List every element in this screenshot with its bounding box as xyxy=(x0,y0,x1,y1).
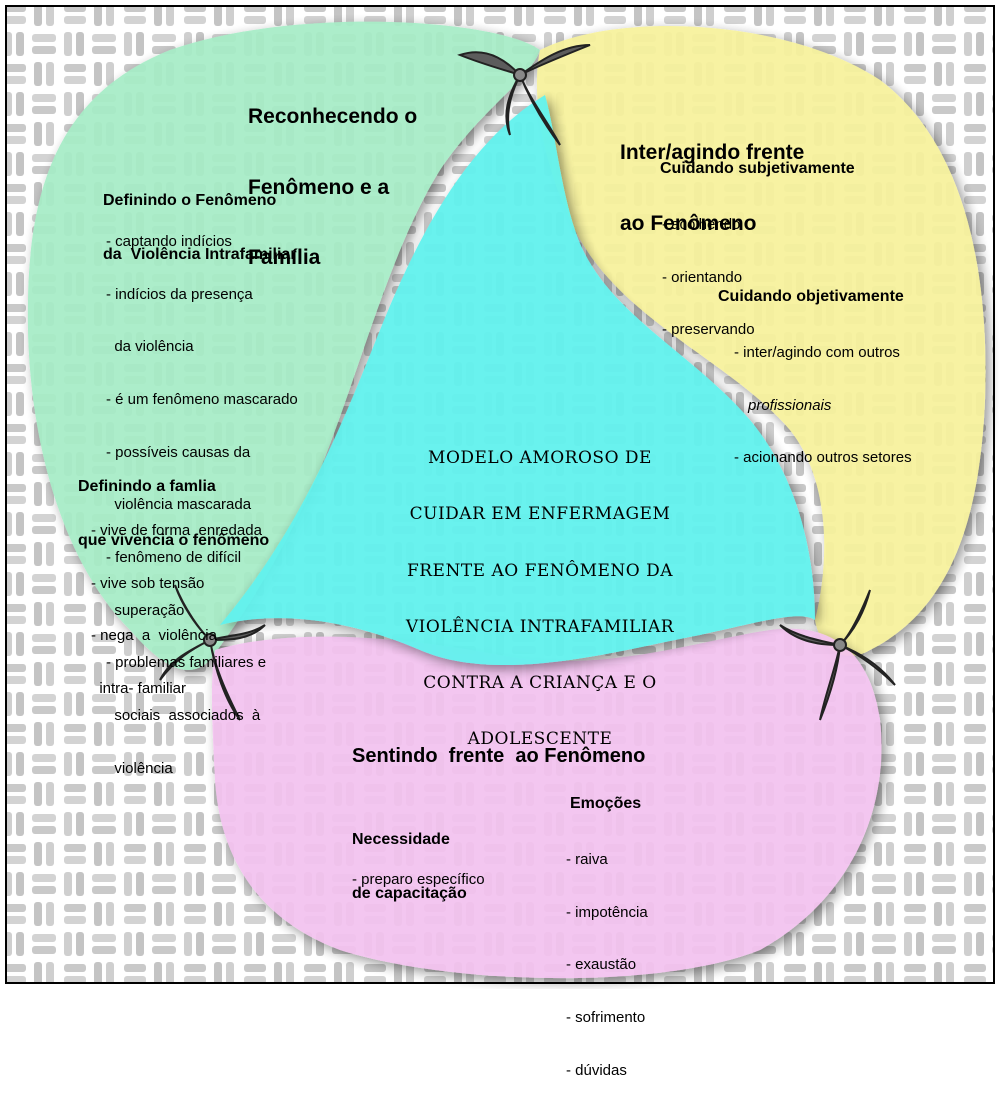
list-item: - problemas familiares e xyxy=(106,654,267,672)
list-item: da violência xyxy=(106,338,194,356)
center-line: VIOLÊNCIA INTRAFAMILIAR xyxy=(405,616,675,637)
list-item: - sofrimento xyxy=(566,1009,646,1027)
list-item: - indícios da presença xyxy=(106,285,253,303)
heading-line: Definindo o Fenômeno xyxy=(103,191,277,209)
list-item: - captando indícios xyxy=(106,233,232,251)
list-item: - impotência xyxy=(566,903,648,921)
pink-title: Sentindo frente ao Fenômeno xyxy=(352,745,646,767)
list-item: - dúvidas xyxy=(566,1061,627,1079)
pink-right-list: - raiva - impotência - exaustão - sofrim… xyxy=(566,816,648,1114)
center-title: MODELO AMOROSO DE CUIDAR EM ENFERMAGEM F… xyxy=(380,412,700,786)
heading-line: Definindo a famlia xyxy=(78,477,216,495)
knot-icon-left xyxy=(159,584,266,721)
list-item: violência xyxy=(106,759,173,777)
list-item: - nega a violência xyxy=(91,627,217,645)
green-block1-list: - captando indícios - indícios da presen… xyxy=(106,198,298,812)
heading-line: que vivencia o fenômeno xyxy=(78,531,270,549)
diagram-frame: MODELO AMOROSO DE CUIDAR EM ENFERMAGEM F… xyxy=(5,5,995,1079)
knot-icon-top xyxy=(457,44,591,146)
heading-line: de capacitação xyxy=(352,884,467,902)
yellow-block1-heading: Cuidando subjetivamente xyxy=(660,160,855,177)
pink-left-list: - preparo específico xyxy=(352,838,485,922)
list-item: - vive de forma enredada xyxy=(91,522,262,540)
list-item: - possíveis causas da xyxy=(106,443,251,461)
yellow-block2-list: - inter/agindo com outros profissionais … xyxy=(734,309,912,502)
list-item: - inter/agindo com outros xyxy=(734,344,900,362)
list-item: - preparo específico xyxy=(352,870,485,888)
list-item: - fenômeno de difícil xyxy=(106,548,242,566)
list-item: - orientando xyxy=(662,268,743,286)
cyan-center xyxy=(220,95,815,666)
list-item: sociais associados à xyxy=(106,706,261,724)
green-lobe xyxy=(27,21,540,671)
list-item: - vive sob tensão xyxy=(91,574,205,592)
pink-lobe xyxy=(211,628,882,979)
heading-line: Necessidade xyxy=(352,830,450,848)
green-title: Reconhecendo o Fenômeno e a Família xyxy=(248,58,417,317)
list-item: - raiva xyxy=(566,851,608,869)
list-item: - acolhendo xyxy=(662,216,741,234)
yellow-block2-heading: Cuidando objetivamente xyxy=(718,288,904,305)
knot-icon-right xyxy=(779,589,896,721)
center-line: CUIDAR EM ENFERMAGEM xyxy=(409,504,671,525)
pink-left-heading: Necessidade de capacitação xyxy=(352,795,467,938)
yellow-title-line: ao Fenômeno xyxy=(620,211,757,235)
green-block2-heading: Definindo a famlia que vivencia o fenôme… xyxy=(78,442,269,585)
list-item: violência mascarada xyxy=(106,496,252,514)
list-item: superação xyxy=(106,601,185,619)
list-item: - acionando outros setores xyxy=(734,449,912,467)
pink-right-heading: Emoções xyxy=(570,795,642,812)
heading-line: da Violência Intrafamiliar xyxy=(103,245,297,263)
green-title-line: Família xyxy=(248,246,321,270)
green-block1-heading: Definindo o Fenômeno da Violência Intraf… xyxy=(103,156,297,299)
list-item: intra- familiar xyxy=(91,680,187,698)
list-item: - preservando xyxy=(662,321,755,339)
yellow-lobe xyxy=(536,26,986,656)
center-line: ADOLESCENTE xyxy=(467,728,613,749)
center-line: CONTRA A CRIANÇA E O xyxy=(423,672,657,693)
yellow-block1-list: - acolhendo - orientando - preservando xyxy=(662,181,755,374)
yellow-title: Inter/agindo frente ao Fenômeno xyxy=(620,94,804,282)
model-diagram xyxy=(5,5,995,984)
list-item: - exaustão xyxy=(566,956,637,974)
yellow-title-line: Inter/agindo frente xyxy=(620,141,805,165)
center-line: MODELO AMOROSO DE xyxy=(428,448,652,469)
green-block2-list: - vive de forma enredada - vive sob tens… xyxy=(91,487,262,733)
center-line: FRENTE AO FENÔMENO DA xyxy=(406,560,674,581)
list-item: - é um fenômeno mascarado xyxy=(106,391,298,409)
list-item: profissionais xyxy=(748,396,832,414)
green-title-line: Reconhecendo o xyxy=(248,105,418,129)
green-title-line: Fenômeno e a xyxy=(248,175,390,199)
